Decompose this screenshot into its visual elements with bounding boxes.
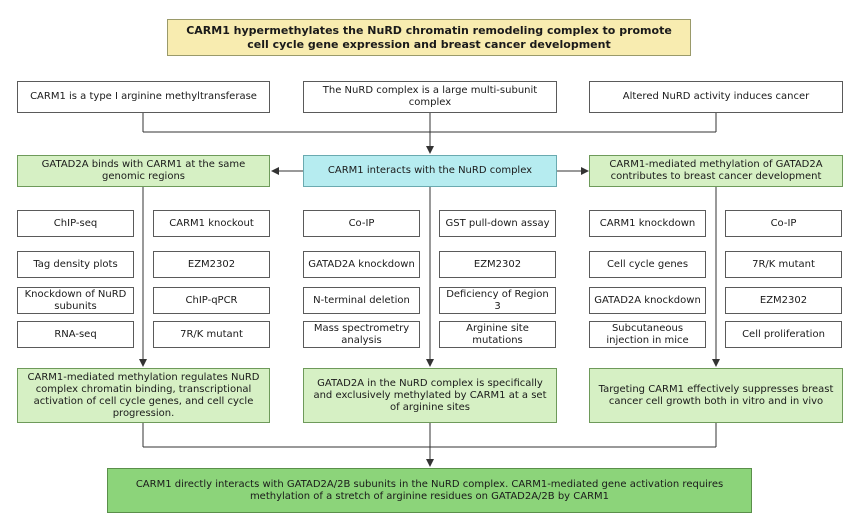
left-finding: GATAD2A binds with CARM1 at the same gen… bbox=[17, 155, 270, 187]
method-center-1-0: GATAD2A knockdown bbox=[303, 251, 420, 278]
method-left-3-0: RNA-seq bbox=[17, 321, 134, 348]
method-center-2-1: Deficiency of Region 3 bbox=[439, 287, 556, 314]
method-right-2-1: EZM2302 bbox=[725, 287, 842, 314]
method-left-2-1: ChIP-qPCR bbox=[153, 287, 270, 314]
method-center-2-0: N-terminal deletion bbox=[303, 287, 420, 314]
method-right-0-0: CARM1 knockdown bbox=[589, 210, 706, 237]
method-center-3-1: Arginine site mutations bbox=[439, 321, 556, 348]
method-left-0-0: ChIP-seq bbox=[17, 210, 134, 237]
right-conclusion: Targeting CARM1 effectively suppresses b… bbox=[589, 368, 843, 423]
method-left-1-1: EZM2302 bbox=[153, 251, 270, 278]
method-center-3-0: Mass spectrometry analysis bbox=[303, 321, 420, 348]
diagram-title: CARM1 hypermethylates the NuRD chromatin… bbox=[167, 19, 691, 56]
method-left-3-1: 7R/K mutant bbox=[153, 321, 270, 348]
method-right-2-0: GATAD2A knockdown bbox=[589, 287, 706, 314]
center-conclusion: GATAD2A in the NuRD complex is specifica… bbox=[303, 368, 557, 423]
premise-nurd-cancer: Altered NuRD activity induces cancer bbox=[589, 81, 843, 113]
premise-carm1-type: CARM1 is a type I arginine methyltransfe… bbox=[17, 81, 270, 113]
left-conclusion: CARM1-mediated methylation regulates NuR… bbox=[17, 368, 270, 423]
method-right-1-1: 7R/K mutant bbox=[725, 251, 842, 278]
method-right-0-1: Co-IP bbox=[725, 210, 842, 237]
premise-nurd-complex: The NuRD complex is a large multi-subuni… bbox=[303, 81, 557, 113]
method-right-3-0: Subcutaneous injection in mice bbox=[589, 321, 706, 348]
method-center-0-0: Co-IP bbox=[303, 210, 420, 237]
method-left-1-0: Tag density plots bbox=[17, 251, 134, 278]
method-left-2-0: Knockdown of NuRD subunits bbox=[17, 287, 134, 314]
center-hypothesis: CARM1 interacts with the NuRD complex bbox=[303, 155, 557, 187]
method-right-3-1: Cell proliferation bbox=[725, 321, 842, 348]
final-conclusion: CARM1 directly interacts with GATAD2A/2B… bbox=[107, 468, 752, 513]
method-center-0-1: GST pull-down assay bbox=[439, 210, 556, 237]
method-center-1-1: EZM2302 bbox=[439, 251, 556, 278]
method-right-1-0: Cell cycle genes bbox=[589, 251, 706, 278]
method-left-0-1: CARM1 knockout bbox=[153, 210, 270, 237]
right-finding: CARM1-mediated methylation of GATAD2A co… bbox=[589, 155, 843, 187]
